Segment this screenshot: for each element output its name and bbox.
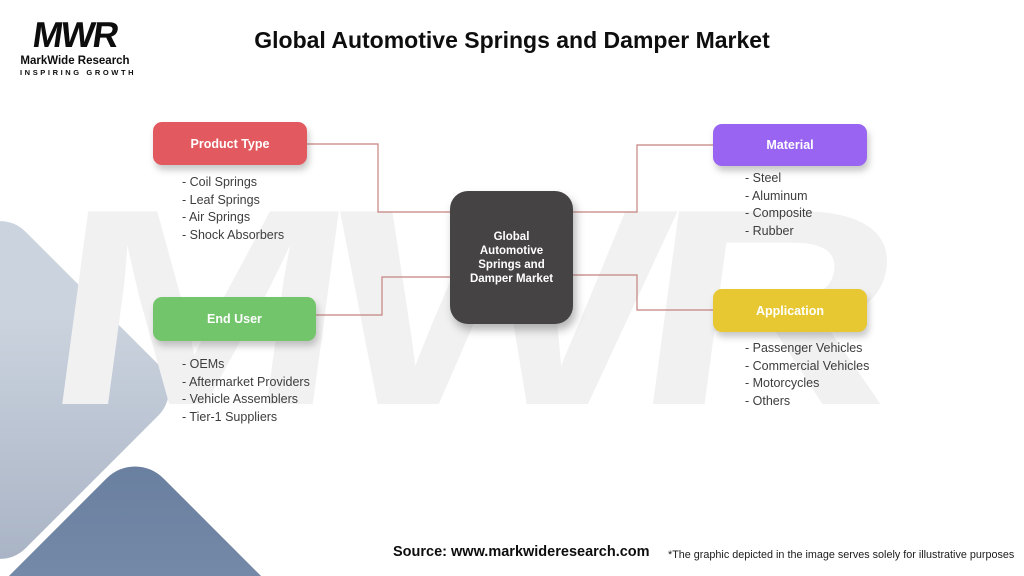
list-item: Air Springs (182, 209, 284, 227)
list-item: Rubber (745, 223, 812, 241)
branch-box-application: Application (713, 289, 867, 332)
logo-tagline: INSPIRING GROWTH (20, 67, 137, 77)
list-item: Leaf Springs (182, 192, 284, 210)
list-item: Composite (745, 205, 813, 223)
branch-label-application: Application (755, 303, 825, 318)
branch-label-product-type: Product Type (190, 136, 270, 151)
list-item: Steel (745, 170, 812, 188)
center-node: Global Automotive Springs and Damper Mar… (450, 191, 573, 324)
list-item: Shock Absorbers (182, 227, 285, 245)
source-text: Source: www.markwideresearch.com (393, 544, 650, 560)
connector-product-type (307, 143, 450, 213)
branch-box-material: Material (713, 124, 867, 166)
branch-list-product-type: Coil Springs Leaf Springs Air Springs Sh… (182, 174, 284, 244)
page-title: Global Automotive Springs and Damper Mar… (254, 27, 770, 53)
branch-box-end-user: End User (153, 297, 316, 341)
list-item: Aftermarket Providers (182, 374, 310, 392)
list-item: Tier-1 Suppliers (182, 409, 310, 427)
connector-material (573, 144, 713, 213)
list-item: Aluminum (745, 188, 812, 206)
list-item: Commercial Vehicles (745, 358, 870, 376)
markwide-logo: MWR MarkWide Research INSPIRING GROWTH (20, 14, 137, 77)
branch-label-end-user: End User (207, 312, 262, 326)
branch-list-application: Passenger Vehicles Commercial Vehicles M… (745, 340, 870, 411)
branch-label-material: Material (766, 138, 814, 152)
list-item: Coil Springs (182, 174, 284, 192)
list-item: OEMs (182, 356, 310, 374)
connector-application (573, 274, 713, 311)
connector-end-user (316, 276, 450, 316)
list-item: Passenger Vehicles (745, 340, 869, 358)
branch-list-end-user: OEMs Aftermarket Providers Vehicle Assem… (182, 356, 310, 426)
disclaimer-text: *The graphic depicted in the image serve… (668, 549, 1015, 561)
center-node-label: Global Automotive Springs and Damper Mar… (469, 230, 554, 285)
branch-list-material: Steel Aluminum Composite Rubber (745, 170, 812, 240)
logo-name: MarkWide Research (20, 54, 130, 67)
list-item: Vehicle Assemblers (182, 391, 310, 409)
branch-box-product-type: Product Type (153, 122, 307, 165)
list-item: Motorcycles (745, 375, 869, 393)
list-item: Others (745, 393, 869, 411)
